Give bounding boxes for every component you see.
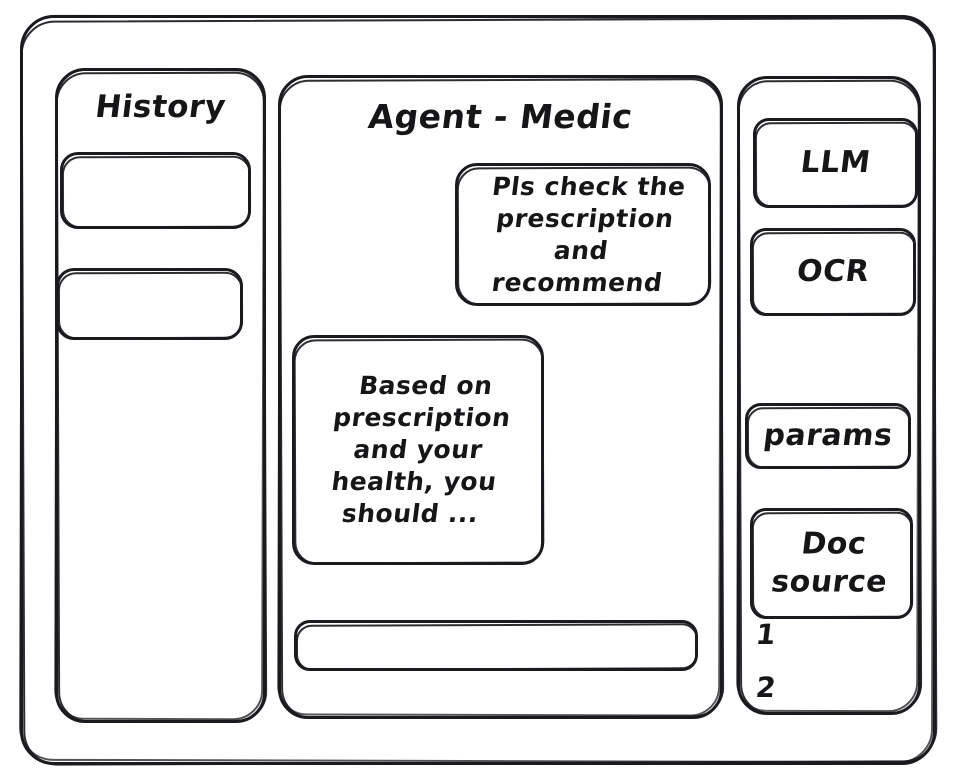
doc-source-button[interactable]: Doc source — [750, 508, 913, 619]
assistant-message-bubble: Based on prescription and your health, y… — [292, 335, 544, 565]
doc-source-list-item[interactable]: 1 — [754, 618, 779, 651]
assistant-message-text: Based on prescription and your health, y… — [329, 371, 513, 528]
params-button-label: params — [761, 417, 895, 453]
ocr-button-label: OCR — [794, 253, 872, 289]
llm-button-label: LLM — [798, 144, 873, 180]
user-message-text: Pls check the prescription and recommend — [490, 171, 688, 297]
doc-source-button-label: Doc source — [769, 526, 890, 600]
history-item[interactable] — [60, 152, 251, 229]
ocr-button[interactable]: OCR — [750, 228, 916, 316]
history-panel-title: History — [93, 89, 228, 125]
llm-button[interactable]: LLM — [753, 118, 918, 208]
user-message-bubble: Pls check the prescription and recommend — [455, 163, 711, 306]
doc-source-list-item[interactable]: 2 — [754, 671, 779, 704]
message-input[interactable] — [294, 620, 698, 671]
history-item[interactable] — [56, 268, 243, 340]
params-button[interactable]: params — [745, 403, 911, 469]
agent-panel-title: Agent - Medic — [366, 97, 635, 136]
